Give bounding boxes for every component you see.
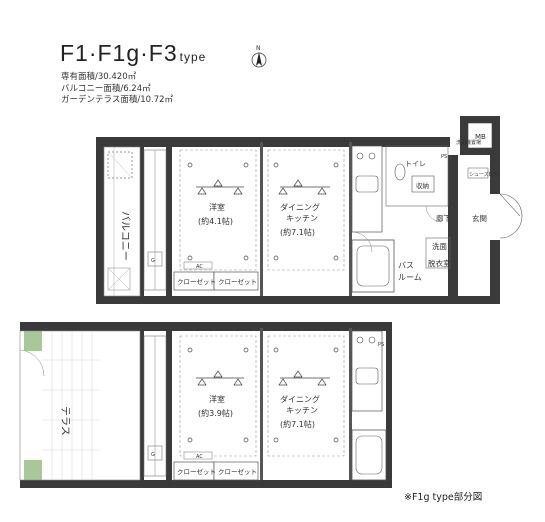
exclusive-area: 専有面積/30.420㎡ [61, 72, 137, 82]
lower-closet-left-label: クローゼット [177, 467, 216, 476]
bath-label: バス [398, 261, 414, 270]
bath-label-2: ルーム [398, 273, 422, 282]
entrance-label: 玄関 [472, 213, 487, 223]
ac-label-lower: AC [196, 454, 203, 460]
storage-label: 収納 [416, 181, 429, 190]
lower-kitchen-size: (約7.1帖) [280, 419, 315, 429]
ps-label: PS [441, 154, 447, 160]
western-room-size: (約4.1帖) [198, 216, 233, 226]
closet-left-label: クローゼット [177, 277, 216, 286]
lower-western-room-size: (約3.9帖) [198, 408, 233, 418]
plan-type-label: type [179, 50, 207, 64]
lower-western-room-label: 洋室 [209, 394, 225, 404]
svg-text:G: G [151, 258, 155, 264]
lower-closet-right-label: クローゼット [218, 467, 257, 476]
dining-label: ダイニング [280, 202, 320, 212]
area-specs: 専有面積/30.420㎡ バルコニー面積/6.24㎡ ガーデンテラス面積/10.… [61, 72, 173, 107]
lower-dining-label: ダイニング [280, 394, 320, 404]
north-label: N [256, 45, 261, 52]
hallway-label: 廊下 [436, 213, 451, 223]
washroom-label: 洗面 [432, 241, 447, 251]
toilet-label: トイレ [405, 160, 426, 168]
partial-plan-note: ※F1g type部分図 [404, 492, 483, 503]
terrace-label: テラス [59, 406, 71, 436]
upper-floor-plan: バルコニー G クローゼット クローゼット AC 洋室 (約4.1帖) [96, 116, 523, 304]
closet-right-label: クローゼット [218, 277, 257, 286]
balcony-area: バルコニー面積/6.24㎡ [61, 83, 151, 94]
shoebox-label: シューズBOX [469, 171, 500, 178]
washroom-label-2: 脱衣室 [428, 258, 451, 268]
svg-text:G: G [151, 452, 155, 458]
lower-ps-label: PS [378, 342, 384, 348]
laundry-label: 洗濯機置場 [456, 139, 481, 146]
ac-label-upper: AC [196, 264, 203, 270]
lower-kitchen-label: キッチン [286, 406, 318, 415]
lower-floor-plan: テラス G クローゼット クローゼット AC 洋室 ( [19, 322, 392, 488]
kitchen-label: キッチン [286, 214, 318, 223]
plan-title-text: F1·F1g·F3 [60, 40, 178, 66]
north-compass-icon: N [251, 45, 267, 68]
garden-terrace-area: ガーデンテラス面積/10.72㎡ [61, 95, 174, 105]
balcony-label: バルコニー [119, 211, 131, 261]
kitchen-size: (約7.1帖) [280, 227, 315, 237]
western-room-label: 洋室 [209, 202, 225, 212]
meter-box-label: MB [475, 133, 486, 141]
